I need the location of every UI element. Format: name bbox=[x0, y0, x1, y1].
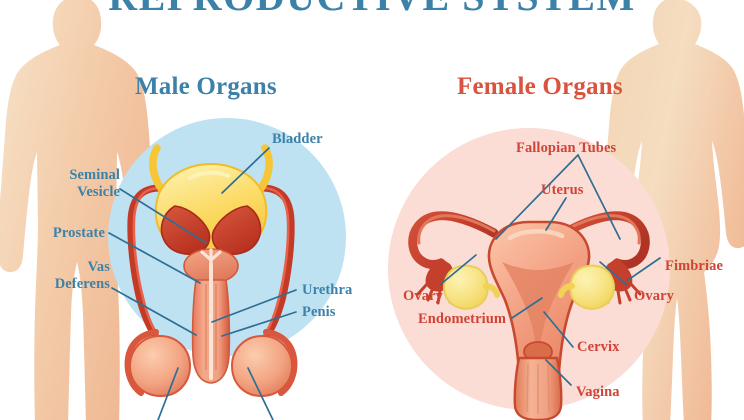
label-vas-deferens-line1: Vas bbox=[87, 259, 110, 275]
label-fimbriae: Fimbriae bbox=[665, 258, 723, 274]
label-uterus: Uterus bbox=[541, 182, 584, 198]
label-endometrium: Endometrium bbox=[418, 311, 507, 327]
female-organs-heading: Female Organs bbox=[457, 73, 623, 100]
male-organs-heading: Male Organs bbox=[135, 73, 277, 100]
label-vas-deferens-line2: Deferens bbox=[54, 276, 110, 292]
label-cervix: Cervix bbox=[577, 339, 620, 355]
label-seminal-vesicle-line2: Vesicle bbox=[77, 184, 120, 200]
label-ovary-left: Ovary bbox=[403, 288, 443, 304]
label-fallopian-tubes: Fallopian Tubes bbox=[516, 140, 617, 156]
label-bladder: Bladder bbox=[272, 131, 323, 147]
label-urethra: Urethra bbox=[302, 282, 353, 298]
female-body-silhouette bbox=[602, 0, 744, 420]
label-vagina: Vagina bbox=[576, 384, 620, 400]
label-prostate: Prostate bbox=[52, 225, 105, 241]
label-penis: Penis bbox=[302, 304, 336, 320]
label-ovary-right: Ovary bbox=[634, 288, 674, 304]
label-seminal-vesicle-line1: Seminal bbox=[69, 167, 120, 183]
male-organ-art bbox=[124, 144, 298, 398]
page-title: REPRODUCTIVE SYSTEM bbox=[0, 0, 744, 20]
